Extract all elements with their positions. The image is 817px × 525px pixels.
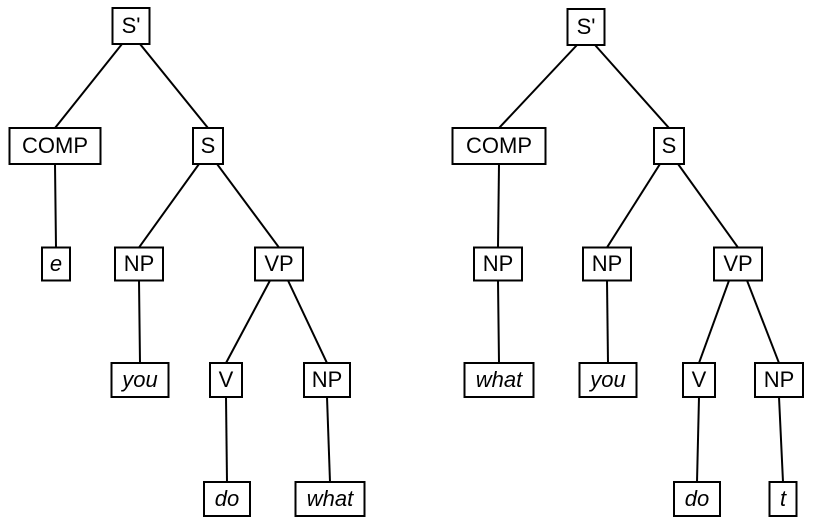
node-box: [682, 362, 716, 398]
edges-layer: [53, 42, 785, 484]
node-label: t: [780, 486, 787, 511]
node-label: what: [307, 486, 354, 511]
tree-edge: [697, 279, 731, 365]
tree-edge: [215, 162, 281, 249]
tree-edge: [53, 42, 124, 130]
tree-edge: [224, 395, 229, 484]
tree-node-sbar: S': [566, 8, 606, 46]
tree-edge: [496, 162, 501, 249]
node-box: [713, 246, 763, 282]
tree-node-s: S: [653, 127, 685, 165]
node-label: NP: [483, 251, 514, 276]
surface-structure-tree-nodes: S' COMP S NP NP VP what you V NP do t: [451, 8, 804, 517]
node-box: [209, 362, 243, 398]
tree-edge: [593, 43, 671, 130]
node-label: you: [588, 367, 625, 392]
tree-node-s: S: [192, 127, 224, 165]
node-box: [41, 246, 71, 282]
node-label: S': [577, 14, 596, 39]
node-label: NP: [764, 367, 795, 392]
tree-node-do: do: [673, 481, 721, 517]
tree-node-t: t: [768, 481, 798, 517]
surface-structure-tree-edges: [496, 43, 785, 484]
tree-node-np: NP: [582, 246, 632, 282]
node-box: [566, 8, 606, 46]
node-box: [303, 362, 351, 398]
node-label: S': [122, 13, 141, 38]
node-box: [203, 481, 251, 517]
node-label: NP: [312, 367, 343, 392]
tree-edge: [138, 42, 210, 130]
tree-edge: [53, 162, 58, 249]
tree-node-np: NP: [303, 362, 351, 398]
node-label: S: [662, 133, 677, 158]
tree-edge: [605, 279, 610, 365]
tree-node-np: NP: [754, 362, 804, 398]
node-label: VP: [723, 251, 752, 276]
tree-node-vp: VP: [254, 246, 304, 282]
node-label: S: [201, 133, 216, 158]
tree-node-do: do: [203, 481, 251, 517]
node-label: what: [476, 367, 523, 392]
node-label: VP: [264, 251, 293, 276]
node-label: NP: [124, 251, 155, 276]
tree-edge: [497, 43, 579, 130]
tree-edge: [676, 162, 740, 249]
node-label: V: [219, 367, 234, 392]
tree-edge: [286, 279, 329, 365]
node-box: [653, 127, 685, 165]
tree-node-sbar: S': [111, 7, 151, 45]
node-box: [768, 481, 798, 517]
deep-structure-tree-edges: [53, 42, 332, 484]
node-label: e: [50, 251, 62, 276]
node-label: COMP: [466, 133, 532, 158]
node-label: V: [692, 367, 707, 392]
node-label: do: [215, 486, 239, 511]
tree-node-e: e: [41, 246, 71, 282]
node-box: [111, 7, 151, 45]
node-label: you: [120, 367, 157, 392]
node-box: [673, 481, 721, 517]
tree-edge: [496, 279, 501, 365]
node-box: [451, 127, 547, 165]
node-box: [192, 127, 224, 165]
node-box: [114, 246, 164, 282]
tree-node-v: V: [682, 362, 716, 398]
tree-edge: [777, 395, 785, 484]
tree-node-you: you: [578, 362, 638, 398]
tree-edge: [695, 395, 701, 484]
tree-node-v: V: [209, 362, 243, 398]
tree-node-what: what: [294, 481, 366, 517]
tree-node-comp: COMP: [451, 127, 547, 165]
tree-edge: [605, 162, 662, 249]
tree-edge: [325, 395, 332, 484]
node-box: [473, 246, 523, 282]
tree-node-np: NP: [114, 246, 164, 282]
node-label: COMP: [22, 133, 88, 158]
node-box: [578, 362, 638, 398]
node-box: [254, 246, 304, 282]
node-label: NP: [592, 251, 623, 276]
node-label: do: [685, 486, 709, 511]
node-box: [8, 127, 102, 165]
node-box: [754, 362, 804, 398]
tree-node-you: you: [110, 362, 170, 398]
node-box: [582, 246, 632, 282]
tree-edge: [745, 279, 781, 365]
tree-edge: [224, 279, 272, 365]
tree-node-what: what: [463, 362, 535, 398]
node-box: [294, 481, 366, 517]
tree-node-comp: COMP: [8, 127, 102, 165]
tree-edge: [137, 162, 201, 249]
tree-node-vp: VP: [713, 246, 763, 282]
tree-edge: [137, 279, 142, 365]
node-box: [463, 362, 535, 398]
tree-node-np: NP: [473, 246, 523, 282]
node-box: [110, 362, 170, 398]
